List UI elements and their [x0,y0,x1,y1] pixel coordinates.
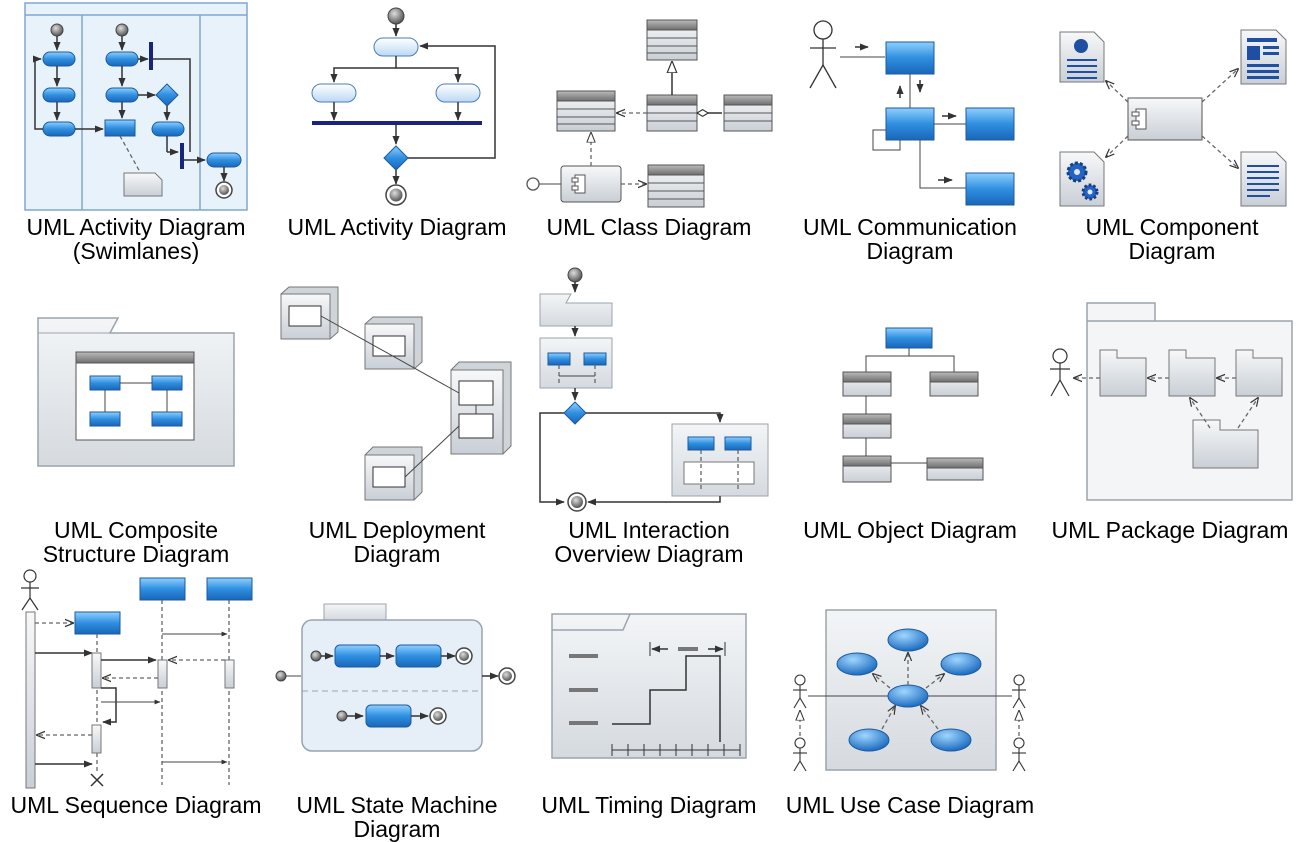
activity-icon [311,7,496,206]
package-icon [1050,302,1293,501]
caption-package: UML Package Diagram [1051,517,1289,543]
caption-object: UML Object Diagram [803,517,1017,543]
caption-timing: UML Timing Diagram [541,792,757,818]
class-icon [526,19,773,208]
composite-structure-icon [37,317,235,467]
use-case-icon [793,609,1026,772]
state-machine-icon [275,603,516,752]
interaction-overview-icon [539,267,769,512]
caption-usecase: UML Use Case Diagram [785,792,1035,818]
sequence-icon [21,569,253,789]
caption-sequence: UML Sequence Diagram [10,792,262,818]
deployment-icon [280,286,512,501]
timing-icon [551,613,747,759]
communication-icon [809,20,1015,206]
caption-activity-swimlanes: UML Activity Diagram(Swimlanes) [26,214,246,264]
component-icon [1059,29,1287,207]
caption-class: UML Class Diagram [546,214,752,240]
activity-swimlanes-icon [24,2,248,211]
object-icon [842,327,984,483]
caption-activity: UML Activity Diagram [287,214,507,240]
